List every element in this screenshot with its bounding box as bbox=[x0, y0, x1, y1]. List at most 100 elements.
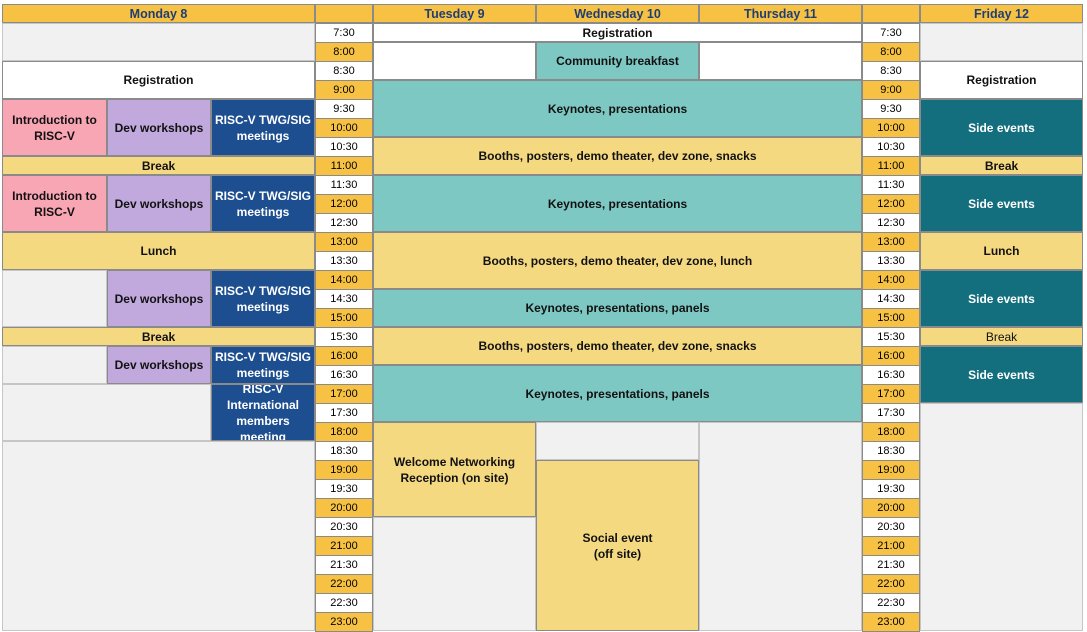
keynotes-panels-2: Keynotes, presentations, panels bbox=[373, 365, 862, 422]
time-slot: 18:00 bbox=[862, 422, 920, 442]
time-slot: 10:00 bbox=[862, 118, 920, 138]
time-slot: 21:30 bbox=[862, 555, 920, 575]
time-slot: 15:30 bbox=[862, 327, 920, 347]
keynotes-1: Keynotes, presentations bbox=[373, 80, 862, 137]
monday-dev-workshops-3: Dev workshops bbox=[107, 270, 211, 327]
time-slot: 13:30 bbox=[862, 251, 920, 271]
time-slot: 16:00 bbox=[315, 346, 373, 366]
time-slot: 22:30 bbox=[862, 593, 920, 613]
time-slot: 20:00 bbox=[862, 498, 920, 518]
time-slot: 11:30 bbox=[862, 175, 920, 195]
time-slot: 19:30 bbox=[315, 479, 373, 499]
time-slot: 9:00 bbox=[862, 80, 920, 100]
midweek-empty-tue-early bbox=[373, 42, 536, 80]
booths-lunch: Booths, posters, demo theater, dev zone,… bbox=[373, 232, 862, 289]
time-slot: 8:00 bbox=[315, 42, 373, 62]
keynotes-2: Keynotes, presentations bbox=[373, 175, 862, 232]
monday-twg-sig-3: RISC-V TWG/SIG meetings bbox=[211, 270, 315, 327]
monday-lunch: Lunch bbox=[2, 232, 315, 270]
monday-break-2: Break bbox=[2, 327, 315, 346]
header-time-right bbox=[862, 4, 920, 23]
monday-intro-2: Introduction to RISC-V bbox=[2, 175, 107, 232]
monday-empty-evening bbox=[2, 441, 315, 631]
time-slot: 9:30 bbox=[315, 99, 373, 119]
header-wednesday: Wednesday 10 bbox=[536, 4, 699, 23]
time-slot: 14:30 bbox=[315, 289, 373, 309]
time-slot: 20:00 bbox=[315, 498, 373, 518]
thursday-empty-evening bbox=[699, 422, 862, 631]
monday-empty-early bbox=[2, 23, 315, 61]
monday-break-1: Break bbox=[2, 156, 315, 175]
monday-registration: Registration bbox=[2, 61, 315, 99]
time-slot: 20:30 bbox=[315, 517, 373, 537]
booths-snacks-2: Booths, posters, demo theater, dev zone,… bbox=[373, 327, 862, 365]
time-slot: 13:00 bbox=[862, 232, 920, 252]
time-slot: 15:30 bbox=[315, 327, 373, 347]
time-slot: 19:00 bbox=[862, 460, 920, 480]
time-slot: 12:00 bbox=[315, 194, 373, 214]
monday-dev-workshops-1: Dev workshops bbox=[107, 99, 211, 156]
time-slot: 17:00 bbox=[862, 384, 920, 404]
time-slot: 18:00 bbox=[315, 422, 373, 442]
time-slot: 7:30 bbox=[862, 23, 920, 43]
time-slot: 10:00 bbox=[315, 118, 373, 138]
time-slot: 12:00 bbox=[862, 194, 920, 214]
header-monday: Monday 8 bbox=[2, 4, 315, 23]
monday-dev-workshops-2: Dev workshops bbox=[107, 175, 211, 232]
tuesday-empty-late bbox=[373, 517, 536, 631]
monday-empty-late-2 bbox=[2, 384, 211, 441]
time-slot: 15:00 bbox=[862, 308, 920, 328]
header-time-left bbox=[315, 4, 373, 23]
time-slot: 17:30 bbox=[315, 403, 373, 423]
time-slot: 16:30 bbox=[315, 365, 373, 385]
midweek-empty-thu-early bbox=[699, 42, 862, 80]
time-slot: 13:00 bbox=[315, 232, 373, 252]
time-slot: 10:30 bbox=[862, 137, 920, 157]
friday-lunch: Lunch bbox=[920, 232, 1083, 270]
time-slot: 19:00 bbox=[315, 460, 373, 480]
time-slot: 22:00 bbox=[315, 574, 373, 594]
time-slot: 21:00 bbox=[862, 536, 920, 556]
time-slot: 11:30 bbox=[315, 175, 373, 195]
keynotes-panels-1: Keynotes, presentations, panels bbox=[373, 289, 862, 327]
time-slot: 23:00 bbox=[862, 612, 920, 632]
monday-twg-sig-2: RISC-V TWG/SIG meetings bbox=[211, 175, 315, 232]
time-slot: 12:30 bbox=[862, 213, 920, 233]
time-slot: 21:30 bbox=[315, 555, 373, 575]
time-slot: 23:00 bbox=[315, 612, 373, 632]
friday-break-1: Break bbox=[920, 156, 1083, 175]
time-slot: 14:00 bbox=[862, 270, 920, 290]
friday-empty-late bbox=[920, 403, 1083, 631]
time-slot: 21:00 bbox=[315, 536, 373, 556]
time-slot: 16:00 bbox=[862, 346, 920, 366]
time-slot: 20:30 bbox=[862, 517, 920, 537]
time-slot: 11:00 bbox=[315, 156, 373, 176]
booths-snacks-1: Booths, posters, demo theater, dev zone,… bbox=[373, 137, 862, 175]
monday-intro-1: Introduction to RISC-V bbox=[2, 99, 107, 156]
time-slot: 9:00 bbox=[315, 80, 373, 100]
time-slot: 18:30 bbox=[862, 441, 920, 461]
monday-twg-sig-4: RISC-V TWG/SIG meetings bbox=[211, 346, 315, 384]
time-slot: 10:30 bbox=[315, 137, 373, 157]
social-event: Social event (off site) bbox=[536, 460, 699, 631]
time-slot: 8:30 bbox=[315, 61, 373, 81]
time-slot: 9:30 bbox=[862, 99, 920, 119]
time-slot: 14:30 bbox=[862, 289, 920, 309]
monday-empty-afternoon bbox=[2, 270, 107, 327]
friday-break-2: Break bbox=[920, 327, 1083, 346]
community-breakfast: Community breakfast bbox=[536, 42, 699, 80]
friday-side-events-1: Side events bbox=[920, 99, 1083, 156]
header-tuesday: Tuesday 9 bbox=[373, 4, 536, 23]
header-friday: Friday 12 bbox=[920, 4, 1083, 23]
time-slot: 15:00 bbox=[315, 308, 373, 328]
friday-registration: Registration bbox=[920, 61, 1083, 99]
time-slot: 12:30 bbox=[315, 213, 373, 233]
friday-side-events-2: Side events bbox=[920, 175, 1083, 232]
time-slot: 11:00 bbox=[862, 156, 920, 176]
monday-empty-late-1 bbox=[2, 346, 107, 384]
friday-side-events-4: Side events bbox=[920, 346, 1083, 403]
monday-twg-sig-1: RISC-V TWG/SIG meetings bbox=[211, 99, 315, 156]
friday-empty-early bbox=[920, 23, 1083, 61]
time-slot: 8:00 bbox=[862, 42, 920, 62]
time-slot: 17:00 bbox=[315, 384, 373, 404]
